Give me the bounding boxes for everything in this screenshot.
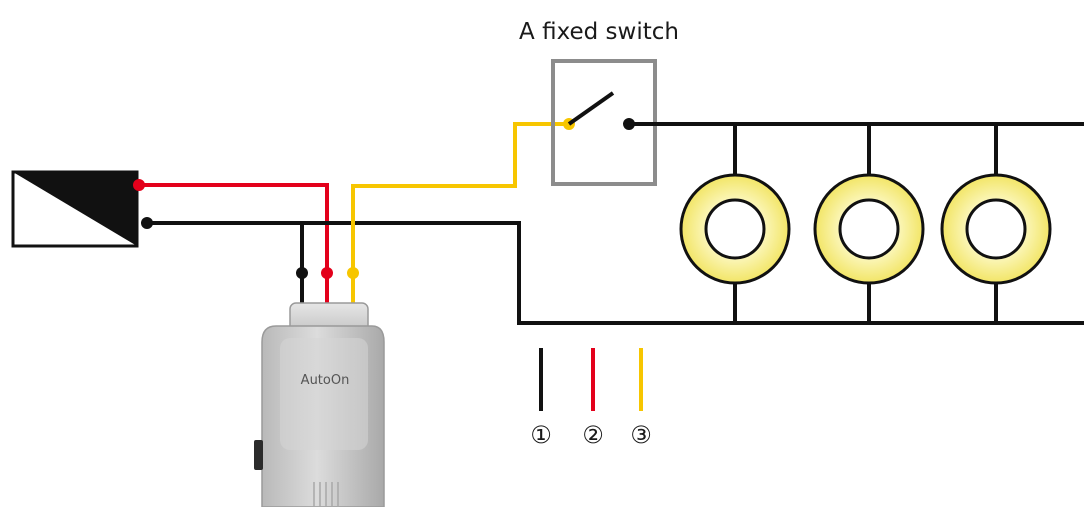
lamp-2 bbox=[813, 124, 925, 323]
device-face-panel bbox=[280, 338, 368, 450]
lamp-1-inner bbox=[704, 198, 766, 260]
live-wire bbox=[133, 179, 333, 305]
switch-lever bbox=[567, 91, 615, 126]
power-source bbox=[11, 170, 139, 248]
live-wire-line bbox=[139, 183, 329, 305]
neutral-wire-line bbox=[147, 221, 1084, 325]
live-terminal-dot bbox=[133, 179, 145, 191]
wire-legend: ① ② ③ bbox=[530, 348, 652, 449]
legend-label-3: ③ bbox=[630, 421, 652, 449]
switched-wire-line bbox=[351, 122, 569, 305]
autoon-device: AutoOn bbox=[254, 302, 385, 507]
fixed-switch bbox=[551, 59, 1084, 186]
switch-title: A fixed switch bbox=[519, 19, 679, 45]
lamp-3-inner bbox=[965, 198, 1027, 260]
switched-wire bbox=[347, 118, 575, 305]
device-brand-label: AutoOn bbox=[301, 373, 350, 388]
device-vents bbox=[313, 482, 339, 507]
lamp-3 bbox=[940, 124, 1052, 323]
legend-label-2: ② bbox=[582, 421, 604, 449]
neutral-wire bbox=[141, 217, 1084, 325]
neutral-device-dot bbox=[296, 267, 308, 279]
lamp-2-inner bbox=[838, 198, 900, 260]
live-device-dot bbox=[321, 267, 333, 279]
device-side-button bbox=[254, 440, 263, 470]
switched-device-dot bbox=[347, 267, 359, 279]
neutral-terminal-dot bbox=[141, 217, 153, 229]
lamp-1 bbox=[679, 124, 791, 323]
legend-label-1: ① bbox=[530, 421, 552, 449]
